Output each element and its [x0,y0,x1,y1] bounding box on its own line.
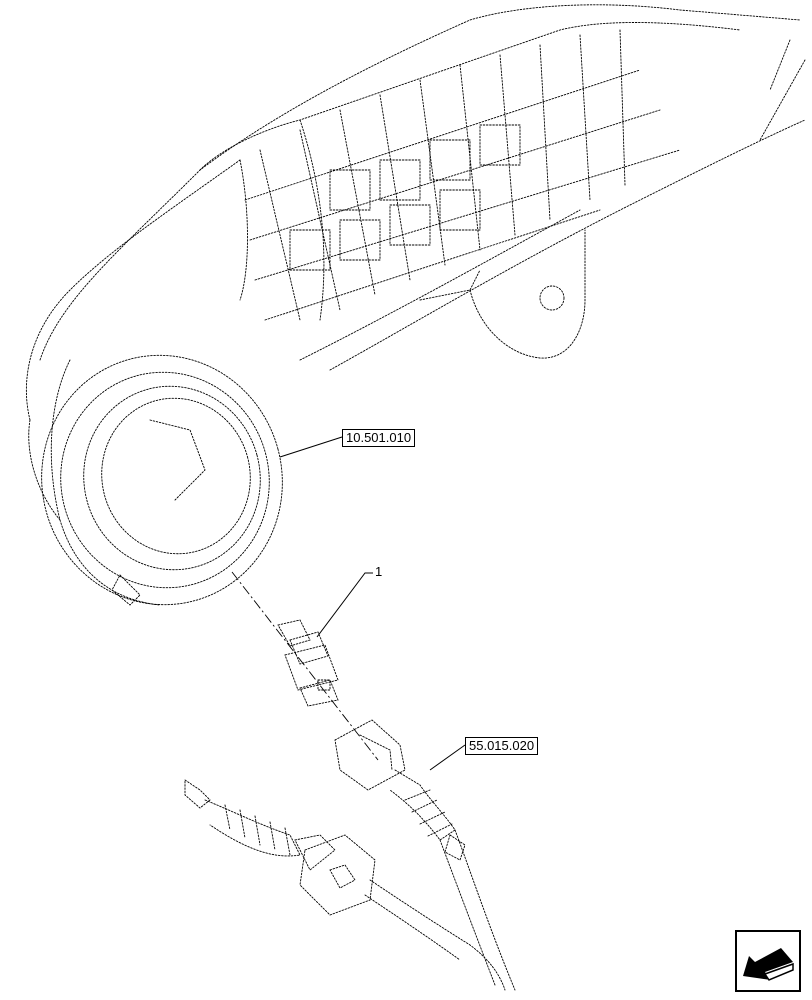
reference-label-bottom[interactable]: 55.015.020 [465,737,539,755]
leader-line-item [316,572,373,638]
outlet-flange [41,354,283,606]
assembly-axis-line [231,571,379,761]
item-number-label: 1 [375,564,383,579]
housing-ribs [244,29,681,321]
reference-label-top[interactable]: 10.501.010 [342,429,416,447]
temperature-sensor [277,619,339,707]
back-arrow-icon[interactable] [735,930,801,992]
harness-connector [334,719,516,991]
leader-line-top [279,436,343,458]
leader-line-bottom [429,744,466,771]
lower-cable-assembly [184,779,506,991]
intake-housing [25,4,806,521]
